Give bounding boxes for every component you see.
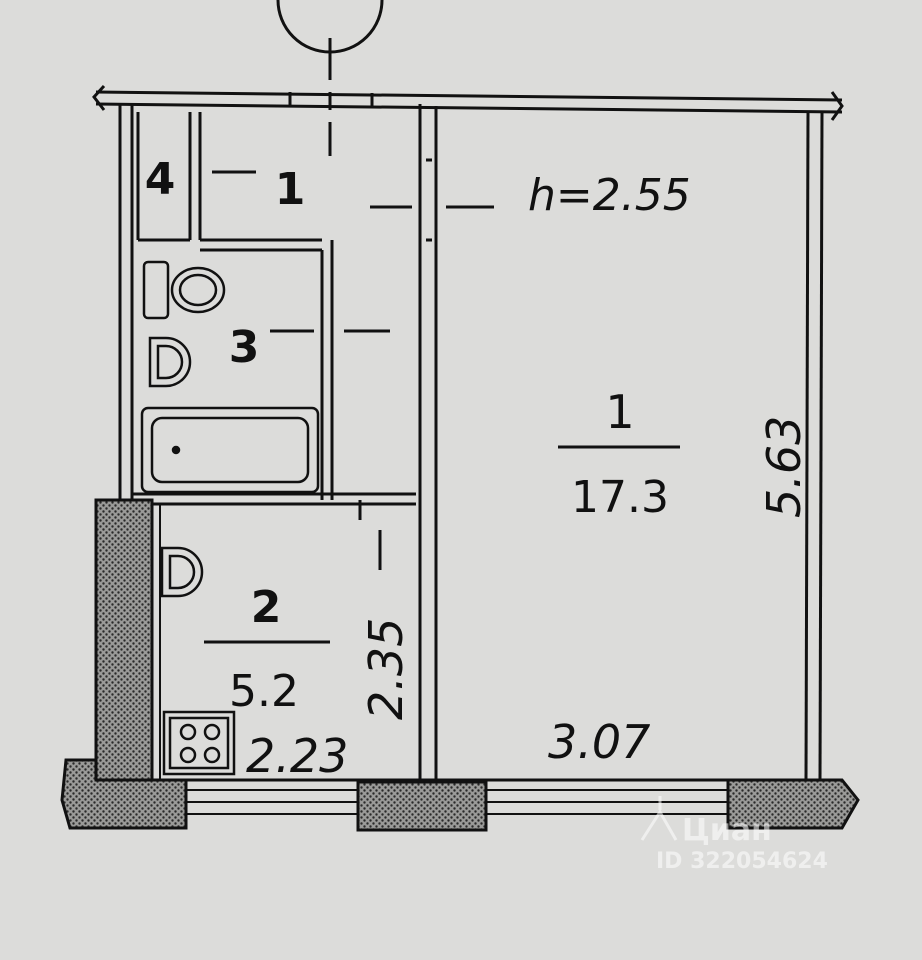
kitchen-left-wall [94, 498, 154, 782]
ceiling-height: h=2.55 [528, 170, 691, 221]
room-1-number: 1 [605, 385, 634, 439]
room-1-area: 17.3 [571, 472, 669, 523]
kitchen-sink-icon [160, 546, 204, 598]
bathroom-sink-icon [148, 336, 192, 388]
room-width: 3.07 [548, 715, 650, 769]
watermark: Циан ID 322054624 [640, 796, 828, 874]
left-wall [118, 104, 134, 500]
room-length: 5.63 [757, 416, 811, 518]
stove-icon [162, 710, 236, 776]
kitchen-width: 2.23 [246, 729, 348, 783]
room-2-number: 2 [251, 582, 282, 633]
partitions [132, 104, 438, 780]
bottom-wall [60, 758, 860, 832]
room-4-number: 4 [145, 154, 176, 205]
kitchen-length: 2.35 [359, 618, 413, 720]
right-wall [804, 111, 824, 781]
section-cut-lines [212, 170, 494, 570]
toilet-icon [142, 260, 226, 320]
cian-logo-icon [640, 796, 678, 841]
watermark-brand: Циан [682, 813, 772, 848]
bathtub-icon [140, 406, 320, 494]
top-wall [92, 84, 844, 121]
watermark-id: ID 322054624 [656, 849, 828, 874]
room-3-number: 3 [229, 322, 260, 373]
room-2-area: 5.2 [229, 666, 299, 717]
corridor-number: 1 [275, 164, 306, 215]
